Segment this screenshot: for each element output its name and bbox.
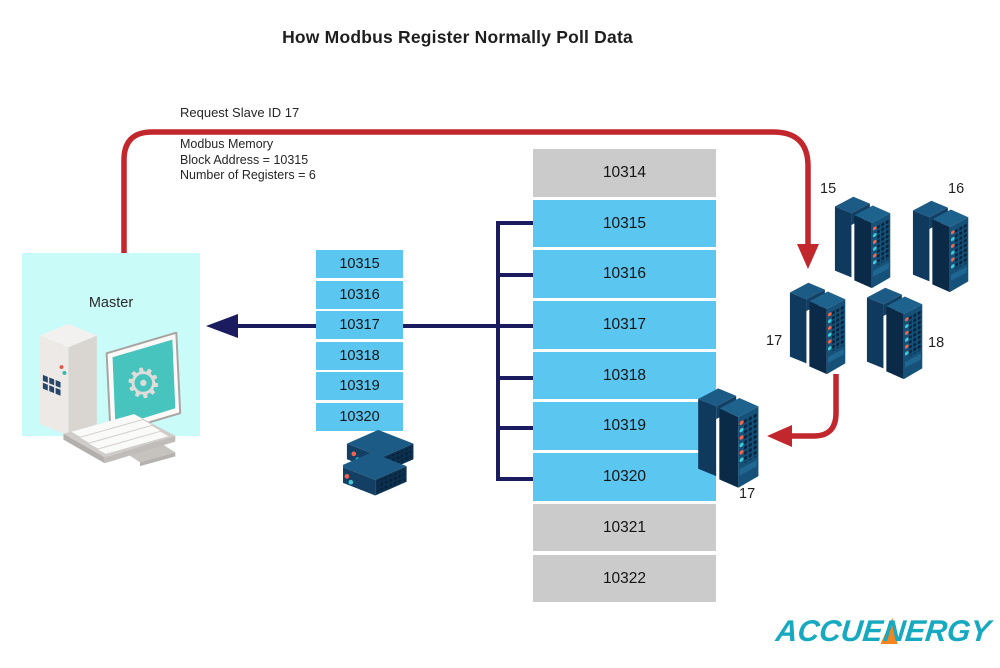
response-register-cell: 10318 xyxy=(316,341,403,370)
response-register-cell: 10320 xyxy=(316,402,403,431)
logo-text-left: ACCUE xyxy=(774,615,885,648)
forward-arrowhead-icon xyxy=(767,425,792,447)
master-computer-illustration: ⚙ xyxy=(39,323,182,467)
memory-register-cell: 10318 xyxy=(533,351,716,400)
response-register-cell: 10316 xyxy=(316,280,403,309)
responding-slave-label: 17 xyxy=(739,486,756,502)
modbus-memory-table: 10314 10315 10316 10317 10318 10319 1032… xyxy=(533,149,716,602)
memory-register-cell: 10317 xyxy=(533,301,716,349)
memory-note-line-2: Block Address = 10315 xyxy=(180,152,309,167)
memory-register-cell: 10315 xyxy=(533,199,716,248)
memory-register-cell: 10319 xyxy=(533,402,716,450)
slave-16-label: 16 xyxy=(948,181,965,197)
memory-note-line-3: Number of Registers = 6 xyxy=(180,168,316,182)
diagram-title: How Modbus Register Normally Poll Data xyxy=(282,27,633,47)
server-stack-icon xyxy=(343,427,433,517)
memory-register-cell: 10314 xyxy=(533,149,716,197)
response-register-cell: 10315 xyxy=(316,250,403,278)
responding-slave-server-icon xyxy=(695,381,769,491)
logo-text-right: NERGY xyxy=(881,615,993,648)
forward-to-slave-arrow xyxy=(792,374,839,439)
request-arrow xyxy=(121,129,811,253)
response-register-cell: 10317 xyxy=(316,311,403,339)
computer-tower-icon xyxy=(39,323,97,436)
slave-17-label: 17 xyxy=(766,333,783,349)
response-register-table: 10315 10316 10317 10318 10319 10320 xyxy=(316,250,403,431)
modbus-memory-note: Modbus Memory Block Address = 10315 Numb… xyxy=(180,137,316,184)
slave-18-server-icon xyxy=(864,281,932,382)
slave-17-server-icon xyxy=(787,276,855,377)
slave-16-server-icon xyxy=(910,194,978,295)
request-label: Request Slave ID 17 xyxy=(180,105,300,120)
slave-15-label: 15 xyxy=(820,181,837,197)
response-arrowhead-icon xyxy=(206,314,238,338)
request-arrowhead-icon xyxy=(797,244,819,269)
response-register-cell: 10319 xyxy=(316,372,403,400)
memory-register-cell: 10322 xyxy=(533,554,716,602)
memory-register-cell: 10320 xyxy=(533,453,716,501)
keyboard-icon xyxy=(63,414,176,464)
master-label: Master xyxy=(88,295,134,311)
register-bracket-connector xyxy=(496,221,533,481)
memory-note-line-1: Modbus Memory xyxy=(180,137,274,151)
memory-register-cell: 10316 xyxy=(533,250,716,298)
slave-18-label: 18 xyxy=(928,335,945,351)
gear-icon: ⚙ xyxy=(122,358,166,409)
memory-register-cell: 10321 xyxy=(533,503,716,552)
accuenergy-logo: ACCUENERGY xyxy=(774,615,992,649)
